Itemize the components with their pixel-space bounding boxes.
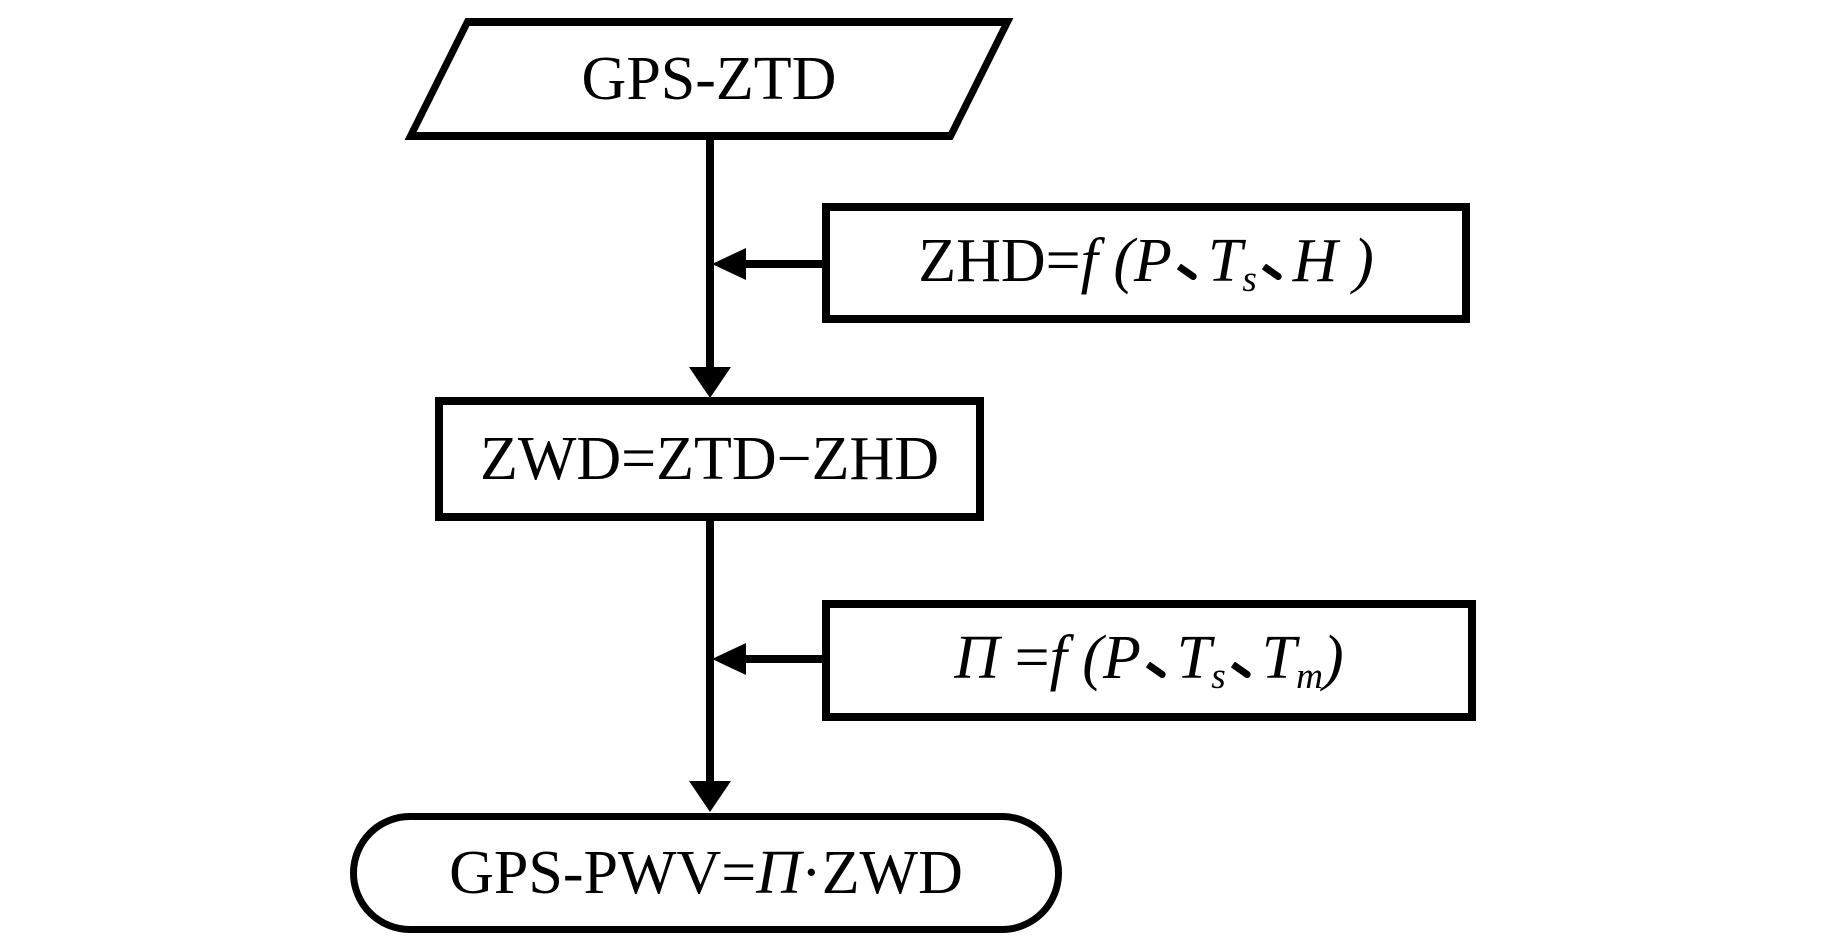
ideographic-comma (1226, 622, 1262, 678)
node-gps-pwv: GPS-PWV=Π·ZWD (350, 813, 1062, 933)
node-zwd-formula-text: ZWD=ZTD−ZHD (479, 424, 940, 493)
arrowhead-left-zhd (712, 248, 746, 280)
node-gps-ztd-label: GPS-ZTD (581, 44, 837, 113)
ideographic-comma (1257, 225, 1293, 281)
arrowhead-left-pi (712, 643, 746, 675)
arrowhead-down-into-zwd (689, 367, 731, 398)
node-gps-ztd: GPS-ZTD (404, 18, 1014, 140)
side-arrow-pi-shaft (744, 655, 824, 663)
ideographic-comma (1141, 622, 1177, 678)
arrowhead-down-into-pwv (689, 781, 731, 812)
node-gps-pwv-text: GPS-PWV=Π·ZWD (449, 838, 963, 907)
node-zwd-formula: ZWD=ZTD−ZHD (435, 397, 984, 521)
side-arrow-zhd-shaft (744, 260, 824, 268)
ideographic-comma (1172, 225, 1208, 281)
flow-line-zwd-to-pwv (706, 521, 714, 782)
flow-line-ztd-to-zwd (706, 138, 714, 370)
